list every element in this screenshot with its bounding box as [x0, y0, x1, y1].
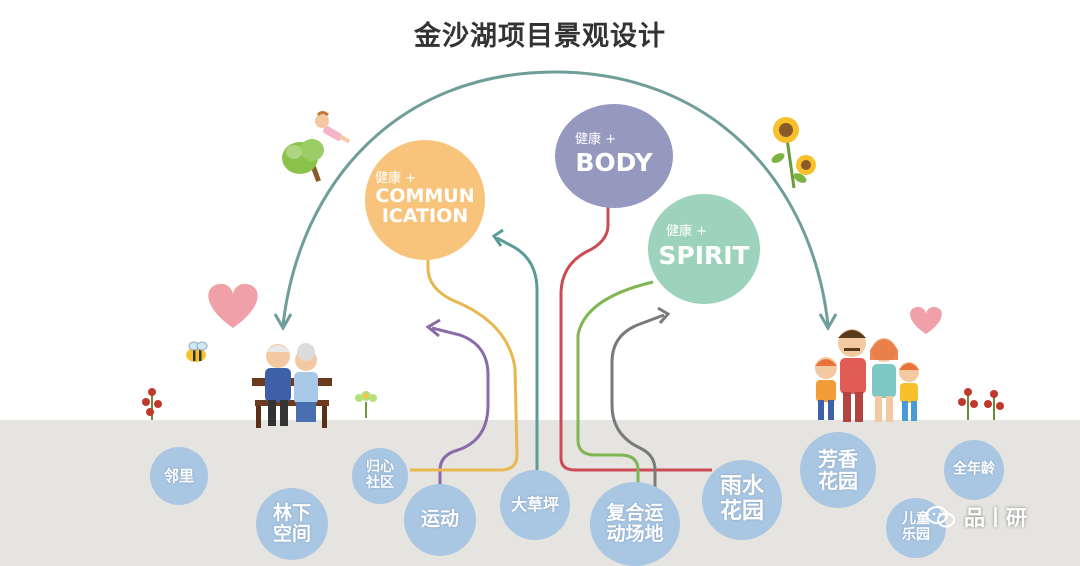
bubble-body: 健康 + BODY: [555, 104, 673, 208]
bubble-communication-line2: ICATION: [381, 205, 469, 227]
bubble-spirit: 健康 + SPIRIT: [648, 194, 760, 304]
tree-icon: [282, 139, 324, 182]
node-fuhe: 复合运动场地: [590, 482, 680, 566]
elderly-couple-icon: [252, 343, 332, 428]
flower-right-icon: [958, 388, 1004, 420]
bubble-body-prefix: 健康 +: [575, 132, 617, 147]
bubble-spirit-prefix: 健康 +: [666, 224, 708, 239]
bubble-body-label: BODY: [575, 147, 653, 177]
flying-kid-icon: [315, 111, 350, 143]
node-linli: 邻里: [150, 447, 208, 505]
line-green: [576, 280, 654, 490]
bubble-communication-prefix: 健康 +: [375, 171, 417, 186]
bubble-communication: 健康 + COMMUN ICATION: [365, 140, 485, 260]
arrow-gray: [657, 306, 671, 324]
line-purple: [431, 326, 490, 485]
heart-left-icon: [208, 283, 258, 328]
line-gray: [610, 313, 665, 488]
line-yellow: [410, 248, 519, 472]
bubble-spirit-label: SPIRIT: [658, 240, 750, 270]
arc-right: [554, 70, 830, 326]
arrow-purple: [425, 318, 441, 338]
node-quannianling: 全年龄: [944, 440, 1004, 500]
flower-left-icon: [142, 388, 162, 420]
node-dacaoping: 大草坪: [500, 470, 570, 540]
watermark: 品丨研: [926, 502, 1027, 532]
watermark-text: 品丨研: [964, 506, 1027, 530]
wechat-icon: [926, 506, 955, 528]
node-guixin: 归心社区: [352, 448, 408, 504]
family-icon: [815, 329, 919, 422]
node-linxia: 林下空间: [256, 488, 328, 560]
bee-icon: [186, 341, 208, 362]
node-yushui: 雨水花园: [702, 460, 782, 540]
flower-small-icon: [355, 391, 377, 418]
line-teal: [496, 236, 539, 478]
arc-left: [281, 70, 556, 326]
arc-left-arrowhead: [273, 313, 293, 332]
page-title: 金沙湖项目景观设计: [414, 21, 666, 52]
line-red: [559, 205, 712, 472]
node-yundong: 运动: [404, 484, 476, 556]
bubble-communication-line1: COMMUN: [375, 185, 475, 208]
arrow-teal: [491, 228, 504, 247]
node-fangxiang: 芳香花园: [800, 432, 876, 508]
sunflower-icon: [771, 117, 816, 189]
heart-right-icon: [910, 306, 942, 334]
arc-right-arrowhead: [818, 313, 838, 332]
